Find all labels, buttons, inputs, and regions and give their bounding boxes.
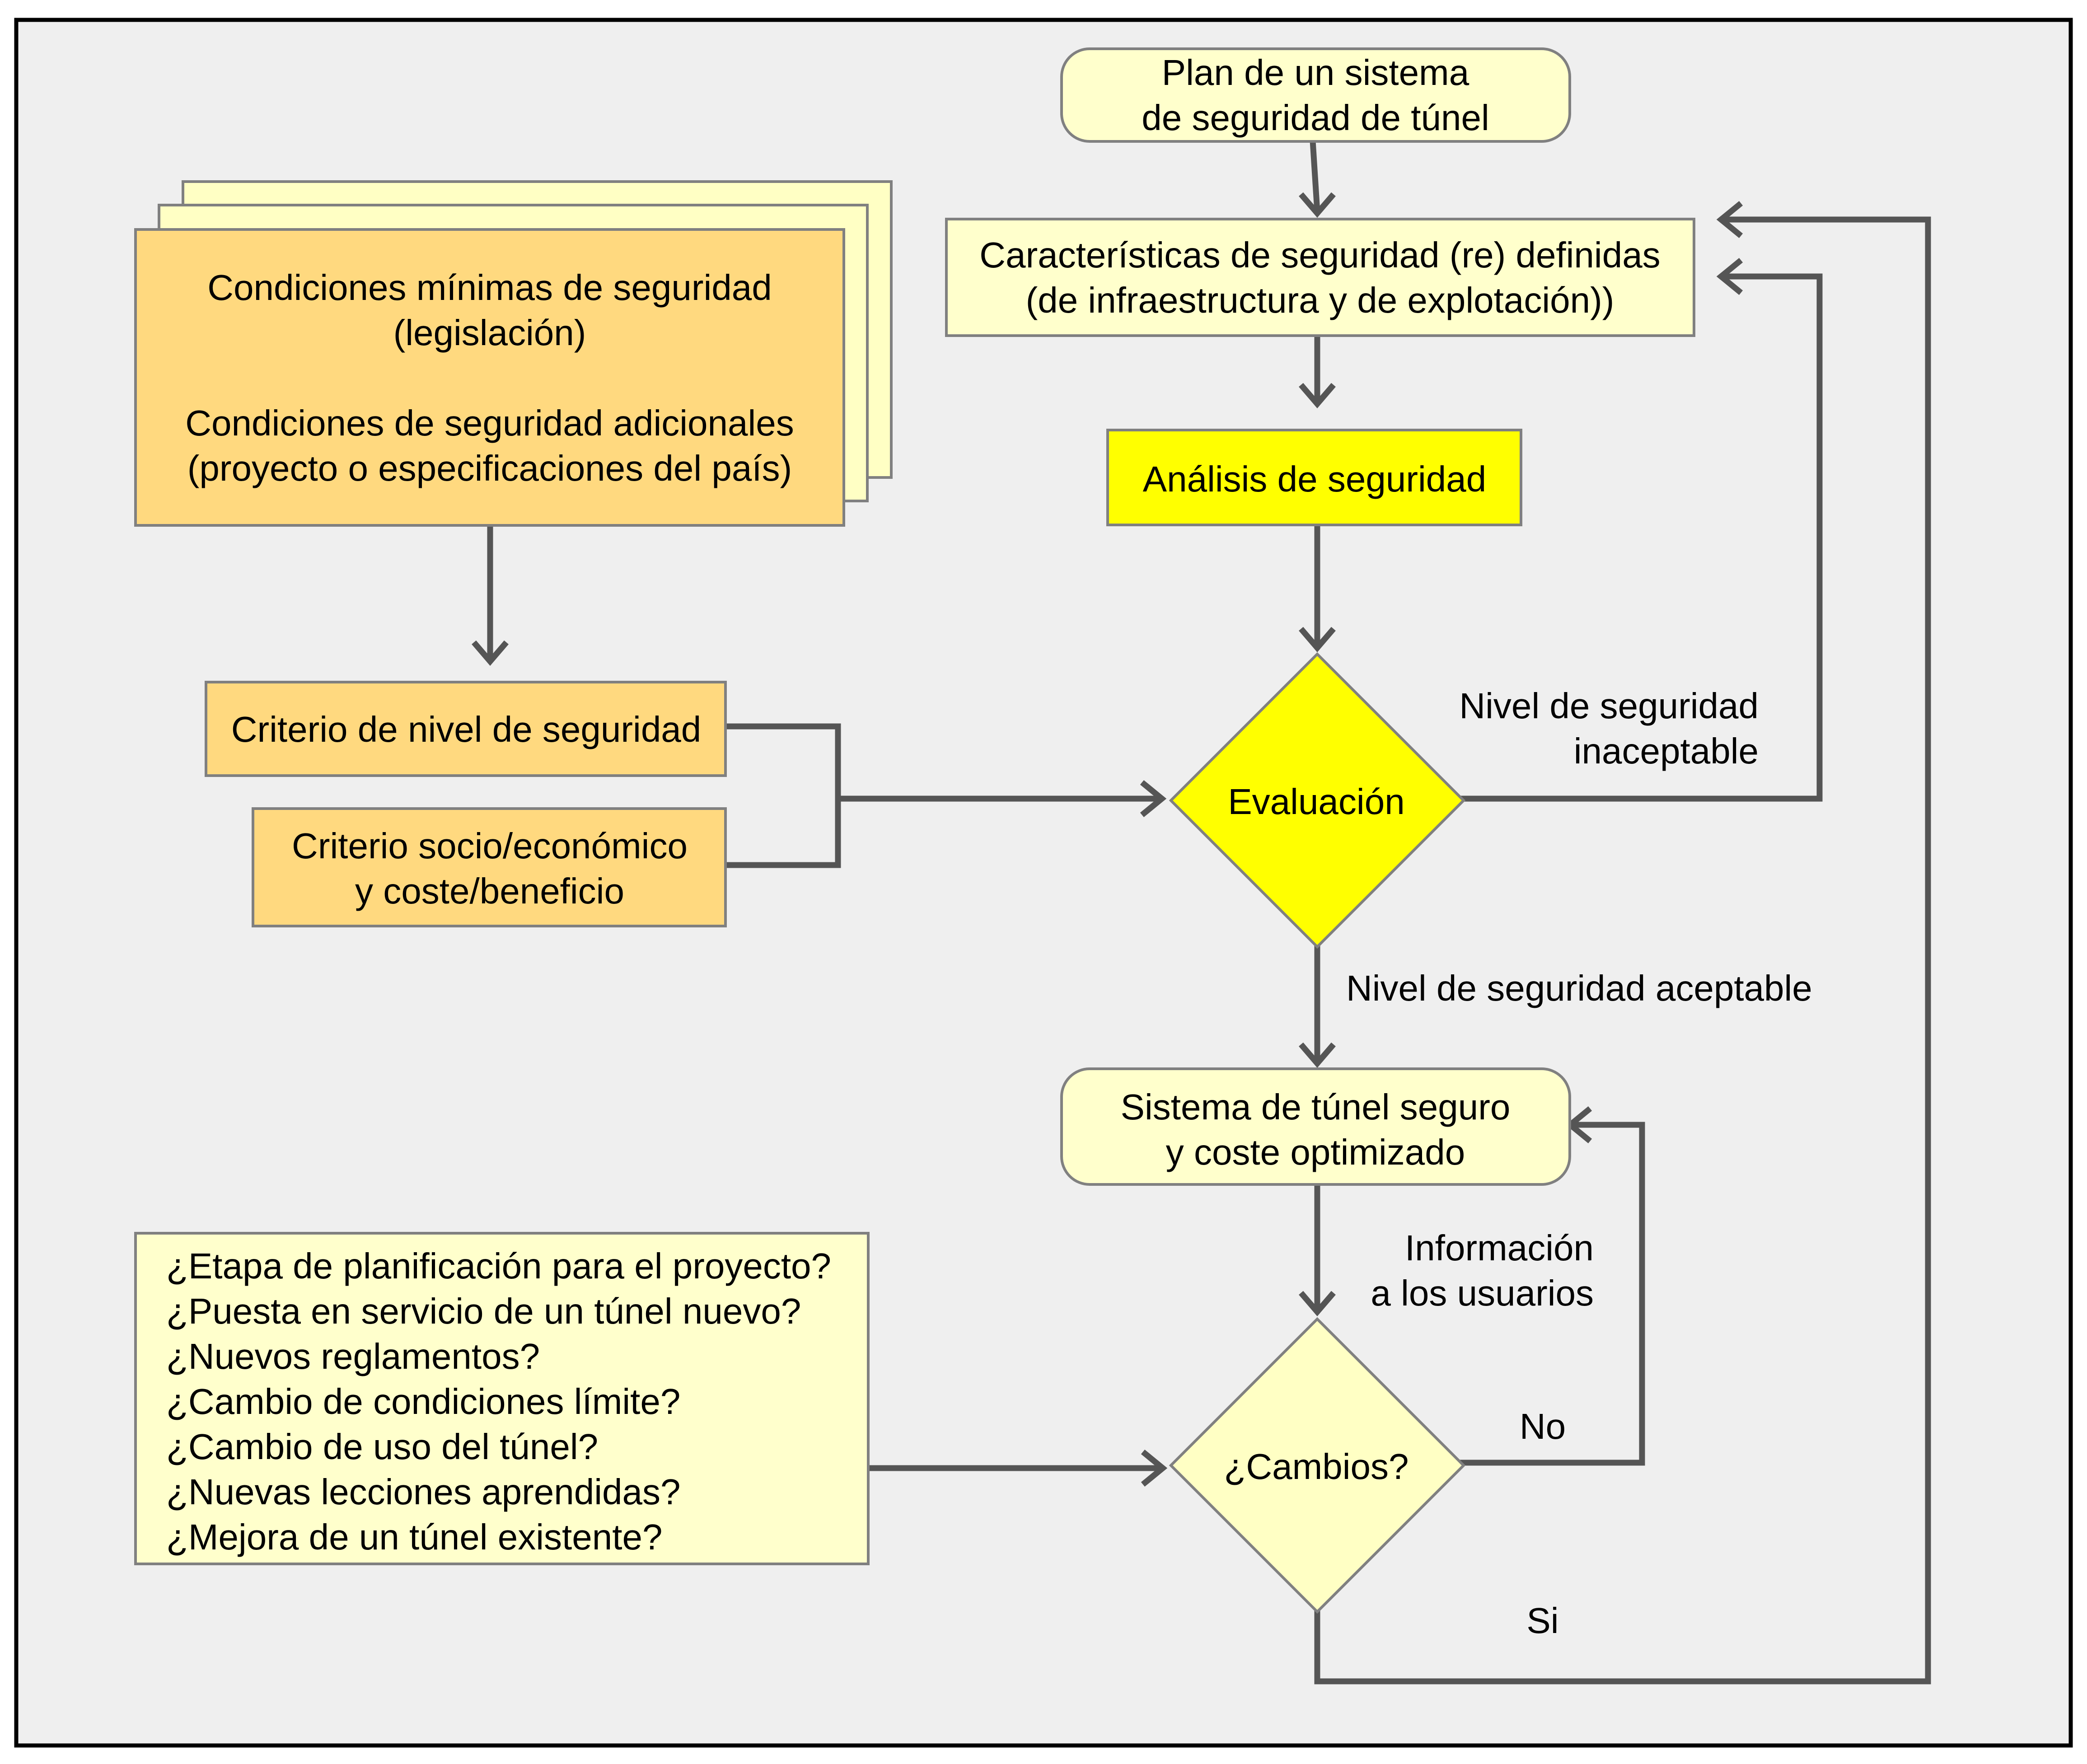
questions-text-line: ¿Mejora de un túnel existente?: [166, 1517, 662, 1557]
analysis-text-line: Análisis de seguridad: [1143, 459, 1486, 499]
conditions-text-line: [485, 358, 495, 398]
safe-system-text: Sistema de túnel seguro y coste optimizad…: [1121, 1087, 1511, 1172]
evaluation-text-line: Evaluación: [1228, 781, 1404, 822]
questions-text-line: ¿Cambio de condiciones límite?: [166, 1381, 680, 1422]
characteristics-text-line: Características de seguridad (re) defini…: [979, 235, 1660, 275]
changes-diamond: [1169, 1317, 1466, 1614]
label-unacceptable-line: Nivel de seguridad: [1459, 686, 1759, 726]
start-box: [1060, 47, 1571, 143]
questions-text-line: ¿Nuevos reglamentos?: [166, 1336, 540, 1376]
conditions-box: [134, 228, 845, 527]
start-text-line: Plan de un sistema: [1162, 52, 1469, 93]
questions-text-line: ¿Puesta en servicio de un túnel nuevo?: [166, 1291, 801, 1331]
criterion-safety-box: [205, 681, 727, 777]
evaluation-diamond: [1169, 652, 1466, 949]
arrow-unacceptable-head: [1716, 257, 1743, 295]
safe-system-text-line: Sistema de túnel seguro: [1121, 1087, 1511, 1127]
label-unacceptable: Nivel de seguridad inaceptable: [1459, 686, 1759, 771]
label-user-info: Información a los usuarios: [1371, 1228, 1594, 1313]
label-user-info-line: a los usuarios: [1371, 1273, 1594, 1313]
criterion-safety-text-line: Criterio de nivel de seguridad: [231, 709, 702, 749]
label-no-line: No: [1520, 1406, 1566, 1446]
arrow-start-to-characteristics: [1310, 140, 1320, 212]
start-text: Plan de un sistema de seguridad de túnel: [1142, 52, 1489, 138]
label-unacceptable-line: inaceptable: [1574, 731, 1759, 771]
criterion-socio-text-line: Criterio socio/económico: [292, 826, 688, 866]
characteristics-box: [945, 218, 1695, 337]
criterion-safety-text: Criterio de nivel de seguridad: [231, 709, 702, 749]
arrow-questions-head: [1141, 1449, 1168, 1487]
arrow-safe-system-head: [1299, 1042, 1336, 1068]
criterion-socio-text: Criterio socio/económico y coste/benefici…: [292, 826, 688, 911]
label-yes: Si: [1526, 1600, 1558, 1641]
conditions-document-stack: [134, 180, 893, 527]
analysis-text: Análisis de seguridad: [1143, 459, 1486, 499]
characteristics-text: Características de seguridad (re) defini…: [979, 235, 1660, 320]
evaluation-text: Evaluación: [1228, 781, 1404, 822]
conditions-text: Condiciones mínimas de seguridad (legisla…: [185, 267, 794, 488]
arrow-criteria-to-evaluation-head: [1140, 780, 1167, 818]
analysis-box: [1106, 429, 1522, 526]
questions-text-line: ¿Nuevas lecciones aprendidas?: [166, 1472, 680, 1512]
safe-system-text-line: y coste optimizado: [1166, 1132, 1465, 1172]
arrow-yes-head: [1716, 201, 1743, 239]
questions-text: ¿Etapa de planificación para el proyecto…: [166, 1246, 831, 1557]
label-yes-line: Si: [1526, 1600, 1558, 1641]
arrow-analysis-head: [1299, 383, 1336, 408]
label-acceptable-line: Nivel de seguridad aceptable: [1346, 968, 1812, 1008]
questions-text-line: ¿Etapa de planificación para el proyecto…: [166, 1246, 831, 1286]
label-no: No: [1520, 1406, 1566, 1446]
connector-no-loop: [1460, 1122, 1645, 1466]
arrow-start-head: [1299, 192, 1336, 218]
safe-system-box: [1060, 1067, 1571, 1186]
conditions-text-line: Condiciones mínimas de seguridad: [207, 267, 772, 308]
criterion-socio-text-line: y coste/beneficio: [355, 871, 624, 911]
conditions-text-line: (legislación): [393, 313, 586, 353]
questions-box: [134, 1232, 870, 1565]
arrow-changes-head: [1299, 1291, 1336, 1316]
conditions-text-line: Condiciones de seguridad adicionales: [185, 403, 794, 443]
label-user-info-line: Información: [1405, 1228, 1594, 1268]
label-acceptable: Nivel de seguridad aceptable: [1346, 968, 1812, 1008]
arrow-evaluation-head: [1299, 627, 1336, 652]
connector-unacceptable-loop: [1460, 273, 1823, 802]
arrow-criteria-head: [472, 640, 509, 666]
changes-text: ¿Cambios?: [1224, 1446, 1408, 1487]
characteristics-text-line: (de infraestructura y de explotación)): [1026, 280, 1614, 320]
criterion-socio-box: [252, 807, 727, 927]
connector-yes-loop: [1314, 216, 1931, 1684]
conditions-text-line: (proyecto o especificaciones del país): [187, 448, 792, 488]
questions-text-line: ¿Cambio de uso del túnel?: [166, 1427, 598, 1467]
changes-text-line: ¿Cambios?: [1224, 1446, 1408, 1487]
start-text-line: de seguridad de túnel: [1142, 98, 1489, 138]
